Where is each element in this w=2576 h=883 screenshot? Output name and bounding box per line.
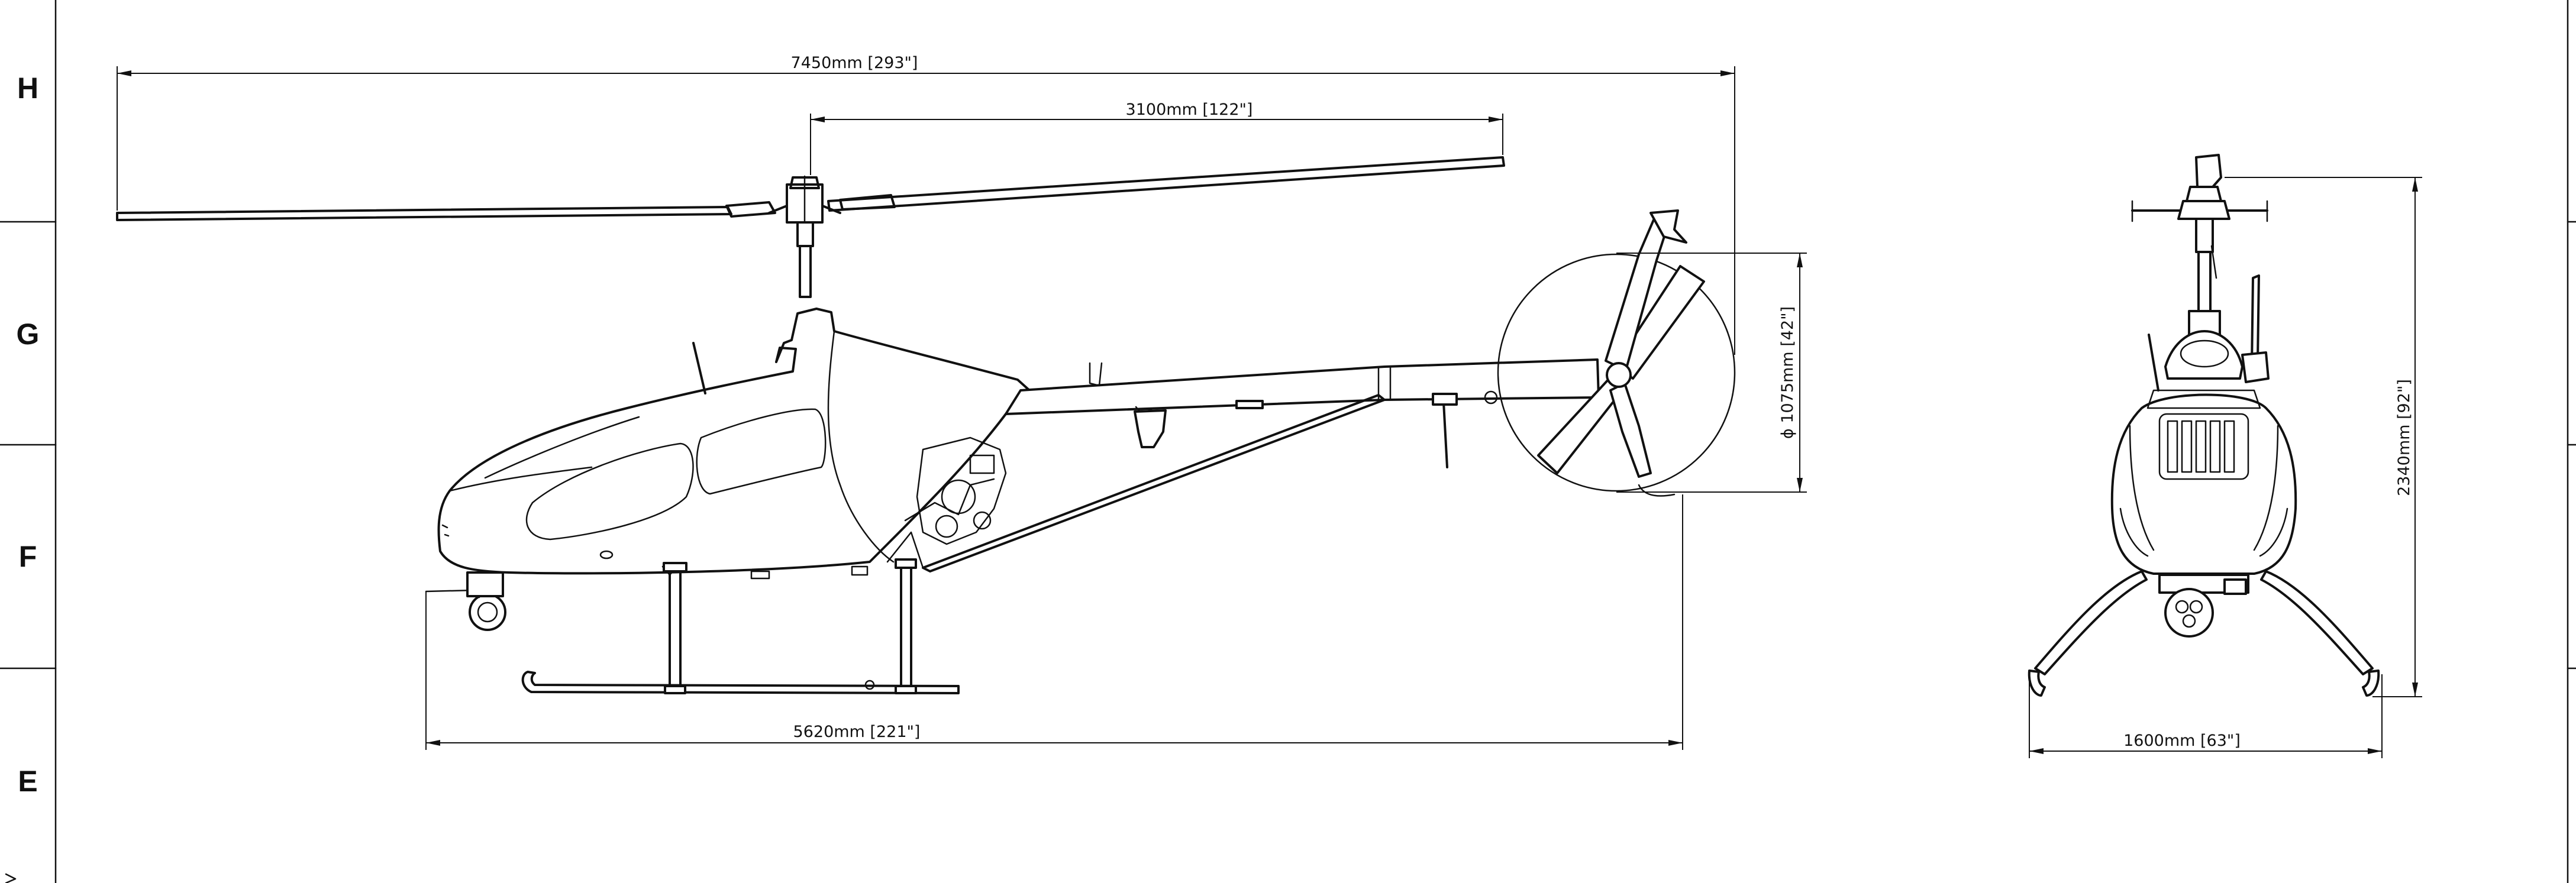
side-view-dimensions: 7450mm [293"] 3100mm [122"] 5620mm [221"… xyxy=(117,54,1807,750)
front-camera xyxy=(2158,574,2249,638)
dimension-height: 2340mm [92"] xyxy=(2395,379,2413,496)
zone-label-e: E xyxy=(18,765,37,798)
dimension-rotor-radius: 3100mm [122"] xyxy=(1126,101,1253,119)
front-fuselage xyxy=(2110,274,2297,575)
dimension-fuselage-length: 5620mm [221"] xyxy=(793,723,921,741)
zone-label-g: G xyxy=(17,318,40,351)
zone-label-f: F xyxy=(19,540,37,573)
front-view: 2340mm [92"] 1600mm [63"] xyxy=(2028,154,2422,758)
front-landing-gear xyxy=(2028,570,2380,697)
side-view: 7450mm [293"] 3100mm [122"] 5620mm [221"… xyxy=(116,54,1807,750)
front-rotor-head xyxy=(2131,154,2268,336)
engine-bay xyxy=(886,436,1007,569)
front-grille xyxy=(2167,420,2235,473)
front-view-dimensions: 2340mm [92"] 1600mm [63"] xyxy=(2029,177,2422,758)
dimension-skid-width: 1600mm [63"] xyxy=(2123,732,2241,750)
fuselage xyxy=(425,308,1031,631)
dimension-tail-rotor-diameter: ϕ 1075mm [42"] xyxy=(1778,306,1797,439)
landing-gear xyxy=(521,558,960,694)
main-rotor xyxy=(116,156,1505,298)
tail-boom xyxy=(922,358,1600,573)
zone-label-h: H xyxy=(17,72,38,105)
tail-rotor xyxy=(1497,209,1736,497)
dimension-rotor-span: 7450mm [293"] xyxy=(791,54,918,72)
